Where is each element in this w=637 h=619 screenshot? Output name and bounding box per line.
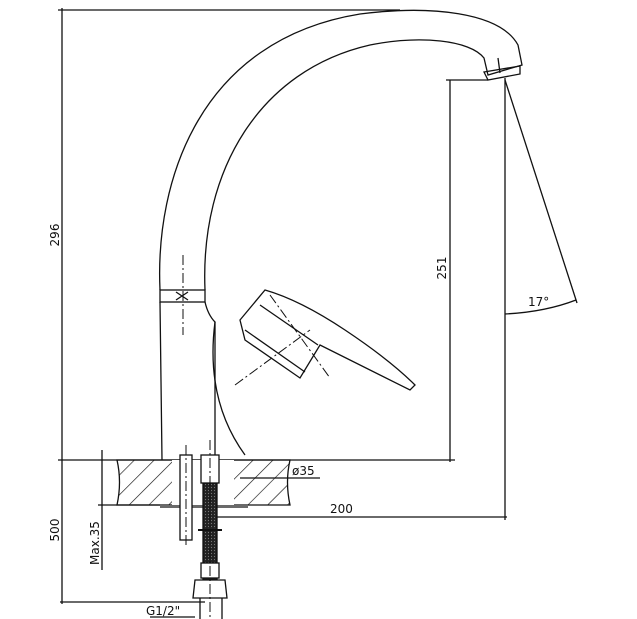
dimension-200: 200 [330,502,353,516]
dimension-max-35: Max.35 [88,521,102,565]
dimension-angle-lines [504,78,578,520]
dimension-251: 251 [435,257,449,280]
dimension-251-lines [446,79,488,462]
dimension-500: 500 [48,519,62,542]
lever-handle [239,289,416,391]
spout [158,9,523,291]
connection-thread-label: G1/2" [146,604,180,618]
dimension-diameter-35: ø35 [292,464,315,478]
aerator [483,65,521,81]
cartridge-dome [212,321,246,456]
dimension-17-degrees: 17° [528,295,549,309]
dimension-296: 296 [48,224,62,247]
faucet-body [159,301,216,461]
